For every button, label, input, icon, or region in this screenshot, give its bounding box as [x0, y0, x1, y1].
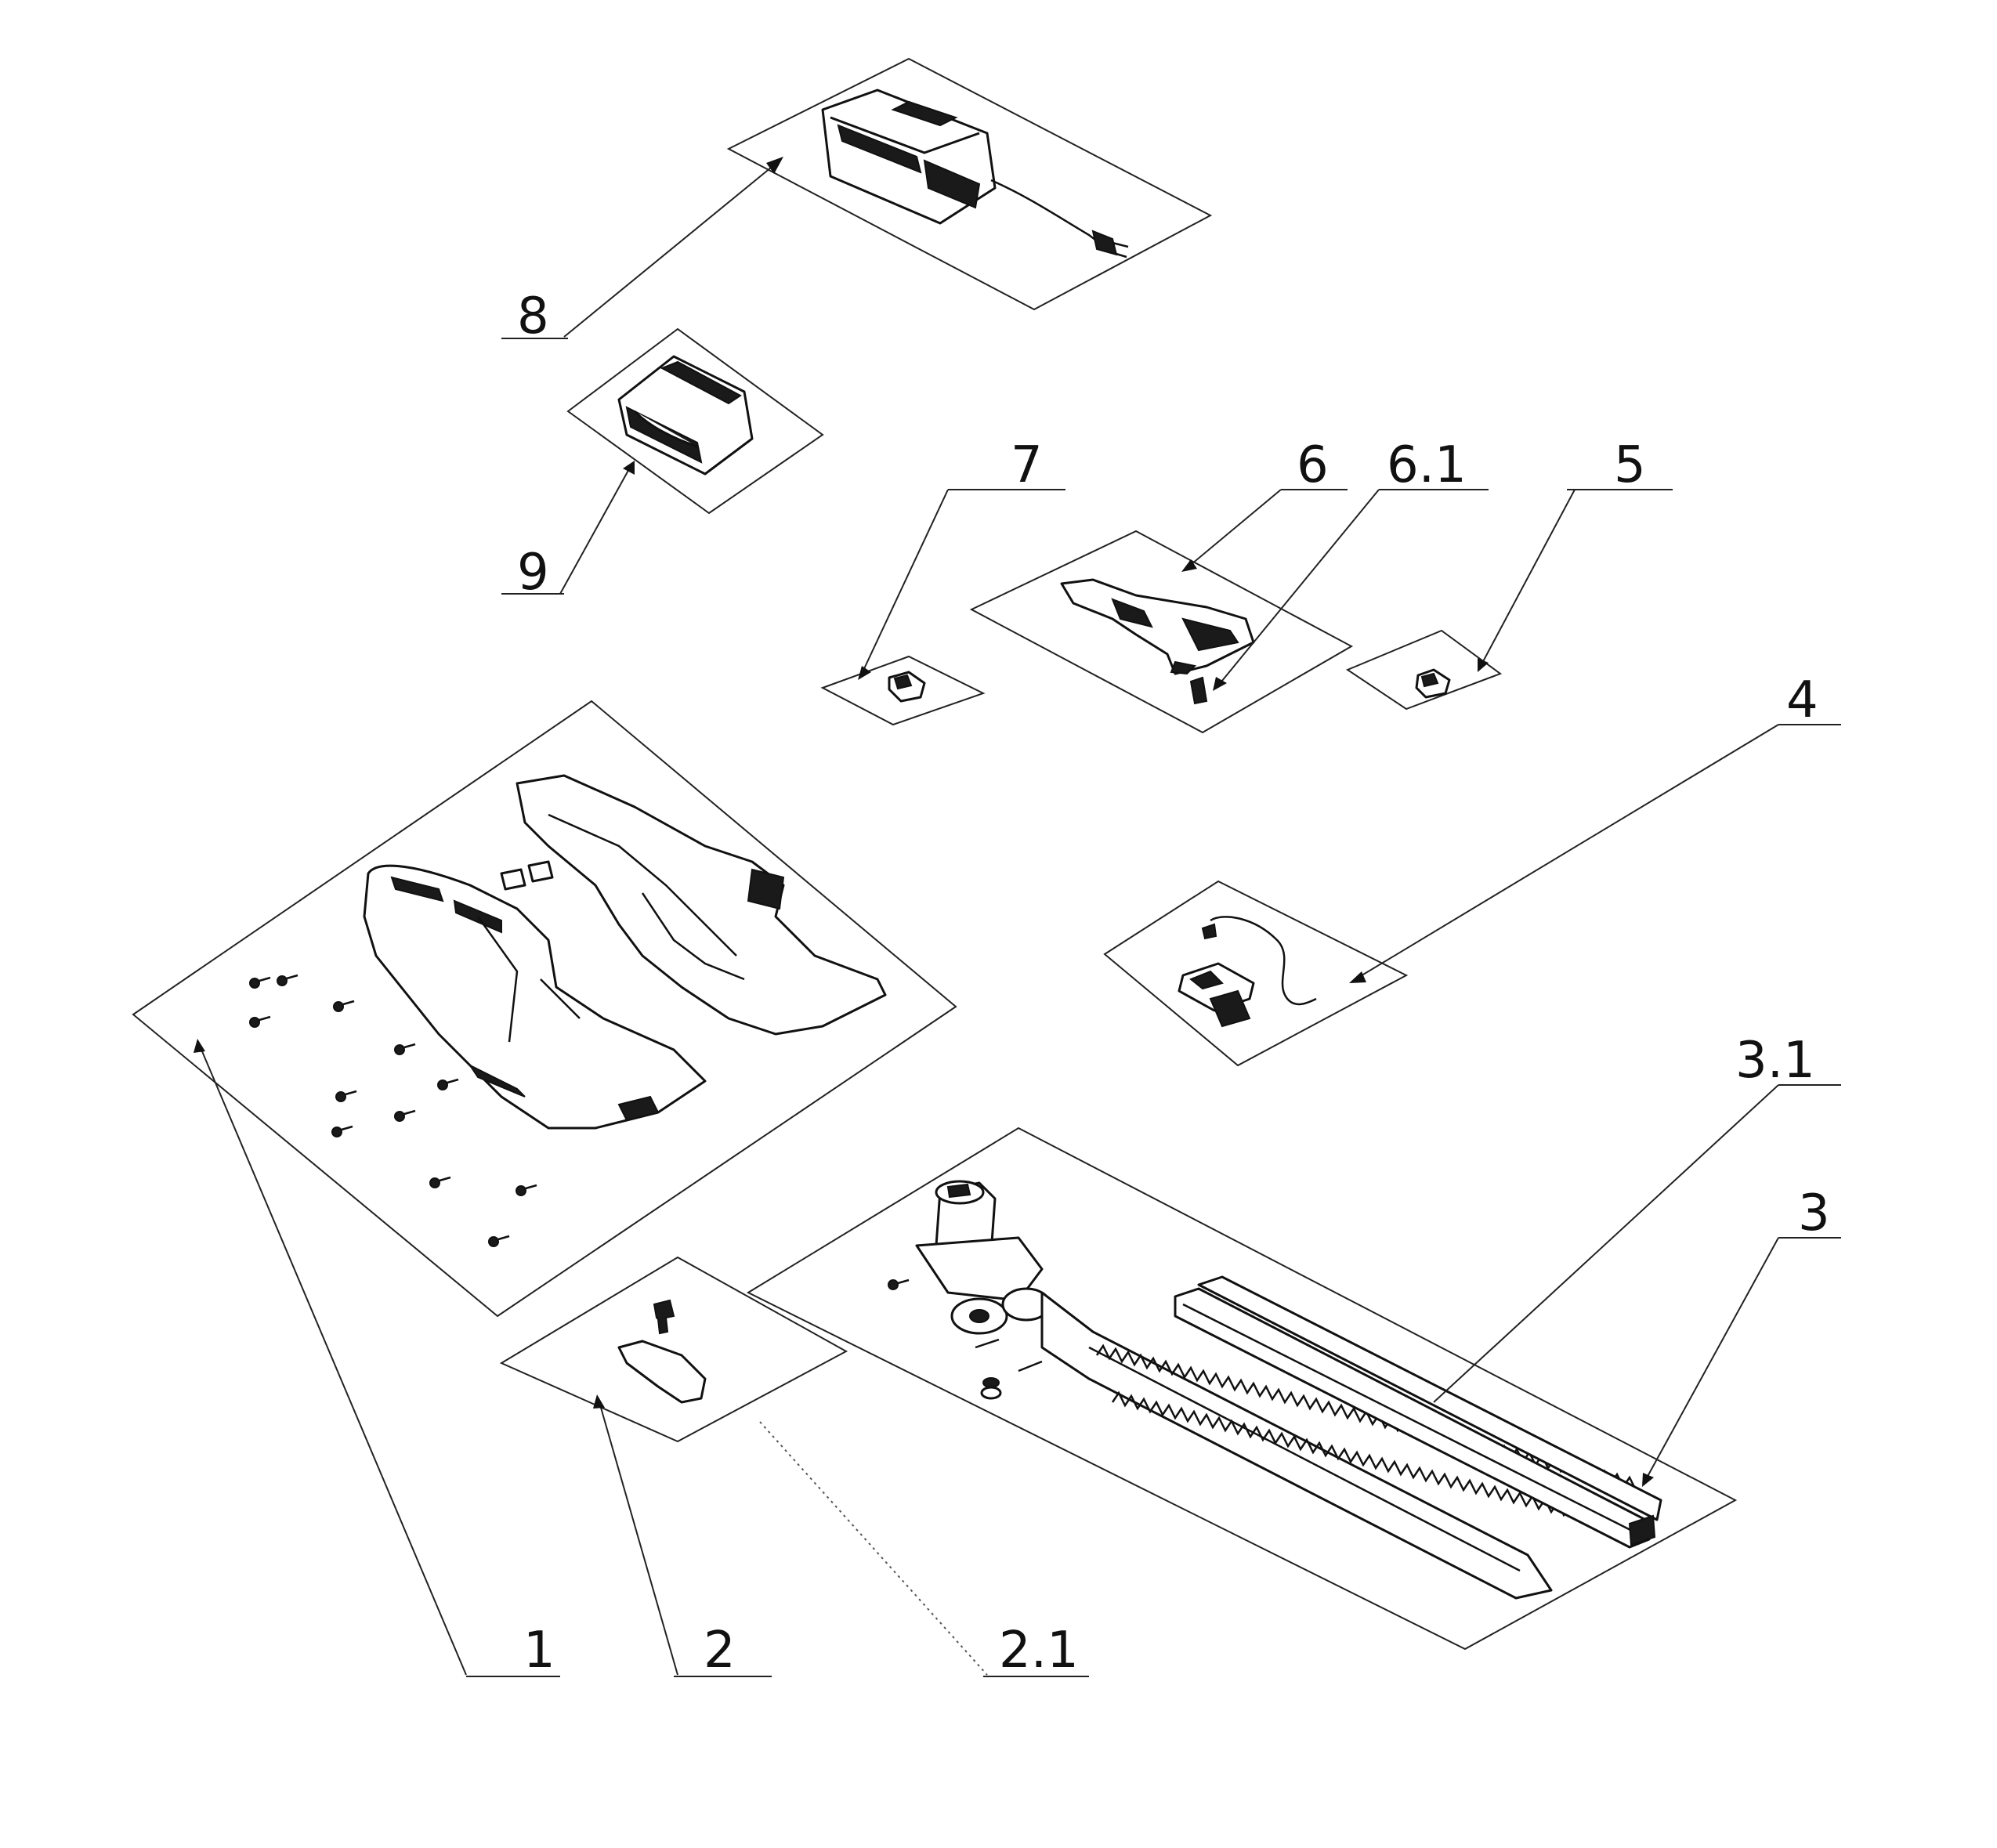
part-8-charger: 8	[501, 57, 1213, 345]
part-7-switch-button: 7	[820, 436, 1065, 726]
callout-7: 7	[1011, 436, 1043, 494]
part-4-switch-assembly: 4	[1103, 671, 1841, 1067]
plate-3	[746, 1127, 1738, 1651]
callout-8: 8	[517, 288, 549, 345]
callout-4: 4	[1786, 671, 1818, 729]
callout-1: 1	[523, 1622, 555, 1680]
callout-2: 2	[704, 1622, 736, 1680]
plate-4	[1103, 880, 1409, 1067]
callout-3: 3	[1798, 1184, 1830, 1242]
part-2-cover: 2 2.1	[499, 1256, 1089, 1680]
callout-5: 5	[1614, 436, 1646, 494]
callout-2-1: 2.1	[999, 1622, 1079, 1680]
callout-3-1: 3.1	[1735, 1032, 1815, 1090]
housing-screws	[249, 974, 537, 1247]
part-3-blade-assembly: 3.1 3	[746, 1032, 1841, 1651]
callout-9: 9	[517, 544, 549, 602]
part-9-battery: 9	[501, 327, 824, 602]
callout-6-1: 6.1	[1387, 436, 1467, 494]
callout-6: 6	[1297, 436, 1329, 494]
part-1-housing: 1	[132, 700, 957, 1680]
plate-2	[499, 1256, 848, 1443]
plate-5	[1345, 629, 1503, 711]
part-5-small-part: 5	[1345, 436, 1673, 711]
part-6-front-handle: 6 6.1	[969, 436, 1489, 734]
